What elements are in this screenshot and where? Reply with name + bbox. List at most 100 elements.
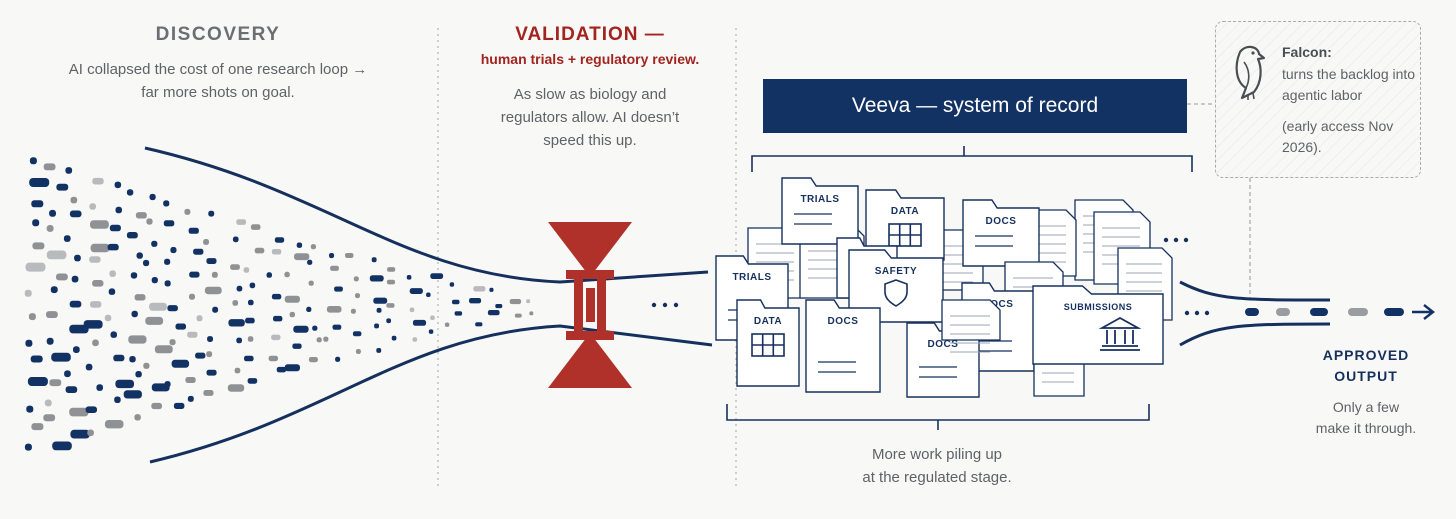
research-shot: [203, 390, 214, 396]
research-shot: [294, 253, 310, 261]
research-shot: [71, 275, 79, 283]
veeva-label: Veeva — system of record: [851, 94, 1099, 117]
document-folder: DOCS: [962, 199, 1040, 267]
research-shot: [151, 240, 158, 247]
research-shot: [126, 232, 138, 239]
research-shot: [92, 339, 99, 347]
research-shot: [89, 203, 96, 210]
research-shot: [32, 242, 45, 250]
research-shot: [296, 242, 303, 248]
research-shot: [145, 316, 164, 325]
research-shot: [274, 237, 285, 243]
research-shot: [143, 362, 150, 369]
research-shot: [284, 364, 300, 372]
research-shot: [85, 363, 93, 371]
output-channel-top: [1179, 280, 1331, 302]
research-shot: [332, 324, 342, 330]
research-shot: [43, 414, 56, 422]
hourglass-bottleneck-icon: [548, 222, 632, 388]
output-title-line-1: APPROVED: [1322, 347, 1410, 363]
research-shot: [187, 395, 194, 402]
output-title-line-2: OUTPUT: [1334, 368, 1398, 384]
research-shot: [329, 253, 335, 259]
research-shot: [449, 282, 455, 287]
research-shot: [230, 264, 240, 270]
research-shot: [49, 379, 62, 387]
research-shot: [70, 429, 90, 439]
research-shot: [454, 311, 463, 316]
folder-label: TRIALS: [800, 194, 839, 205]
research-shot: [30, 355, 43, 363]
backlog-line-2: at the regulated stage.: [862, 469, 1012, 486]
research-shot: [130, 272, 138, 279]
research-shot: [514, 313, 522, 318]
research-shot: [206, 351, 213, 358]
research-shot: [92, 280, 104, 287]
research-shot: [32, 219, 40, 227]
research-shot: [189, 293, 195, 300]
research-shot: [65, 386, 78, 393]
bank-building-icon: [1098, 316, 1142, 351]
output-line-2: make it through.: [1315, 420, 1417, 436]
research-shot: [323, 336, 329, 342]
research-shot: [146, 218, 153, 225]
document-folder: DOCS: [906, 322, 980, 398]
research-shot: [244, 355, 254, 362]
research-shot: [430, 273, 444, 279]
research-shot: [412, 337, 418, 342]
research-shot: [276, 366, 287, 373]
research-shot: [334, 286, 343, 292]
research-shot: [207, 336, 213, 342]
research-shot: [376, 307, 382, 313]
research-shot: [109, 270, 116, 277]
research-shot: [234, 367, 241, 374]
research-shot: [167, 305, 178, 312]
top-brace: [751, 146, 1193, 172]
folder-label: SAFETY: [875, 266, 917, 277]
research-shot: [128, 335, 147, 344]
research-shot: [123, 390, 142, 399]
research-shot: [271, 249, 282, 255]
research-shot: [143, 259, 150, 267]
folder-label: DOCS: [983, 299, 1014, 310]
research-shot: [114, 396, 121, 403]
research-shot: [89, 256, 101, 263]
research-shot: [308, 357, 318, 363]
research-shot: [249, 282, 256, 289]
research-shot: [196, 315, 203, 322]
research-shot: [56, 183, 69, 191]
ellipsis-dots-right: [1184, 310, 1210, 316]
research-shot: [211, 271, 218, 278]
research-shot: [350, 308, 356, 314]
research-shot: [64, 370, 71, 378]
research-shot: [266, 272, 272, 278]
research-shot: [31, 200, 44, 208]
research-shot: [330, 265, 339, 271]
research-shot: [236, 285, 243, 292]
ellipsis-dots-top: [1163, 237, 1189, 243]
research-shot: [373, 297, 388, 304]
research-shot: [52, 441, 72, 451]
research-shot: [110, 331, 117, 338]
falcon-title: Falcon:: [1282, 44, 1332, 60]
research-shot: [212, 306, 219, 313]
research-shot: [203, 239, 209, 245]
validation-line-3: speed this up.: [543, 132, 637, 149]
research-shot: [65, 167, 73, 174]
research-shot: [355, 293, 360, 299]
research-shot: [169, 339, 176, 346]
bottom-brace: [726, 404, 1150, 430]
research-shot: [293, 325, 309, 333]
research-shot: [149, 193, 156, 201]
research-shot: [475, 322, 483, 327]
research-shot: [284, 271, 290, 278]
research-shot: [529, 311, 534, 316]
research-shot: [104, 314, 112, 322]
research-shot: [345, 253, 354, 258]
research-shot: [428, 329, 434, 334]
research-shot: [163, 200, 170, 207]
research-shot: [25, 262, 46, 272]
research-shot: [391, 335, 397, 341]
research-shot: [83, 320, 103, 329]
